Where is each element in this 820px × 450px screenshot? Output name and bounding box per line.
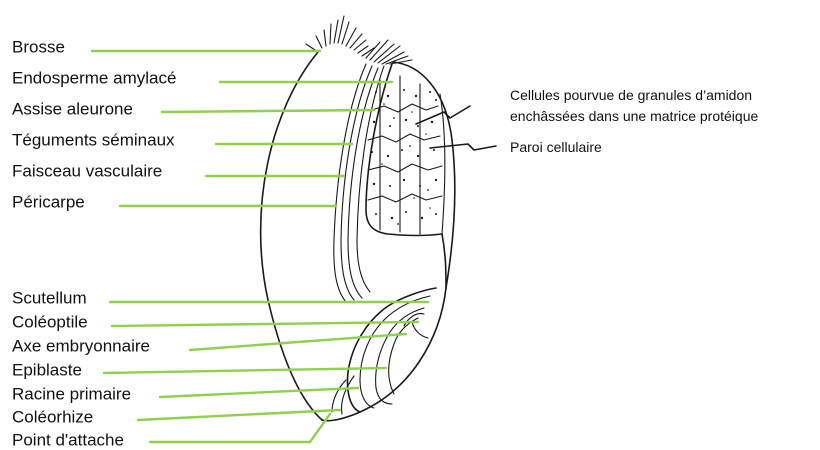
label-teguments: Téguments séminaux: [12, 130, 175, 149]
label-epiblaste: Epiblaste: [12, 360, 82, 379]
brush-hairs: [306, 16, 412, 64]
label-column: Brosse Endosperme amylacé Assise aleuron…: [12, 37, 176, 449]
wall-note-leader: [430, 144, 496, 150]
label-pericarpe: Péricarpe: [12, 192, 85, 211]
note-cells-line2: enchâssées dans une matrice protéique: [510, 108, 758, 124]
label-scutellum: Scutellum: [12, 288, 87, 307]
label-attache: Point d'attache: [12, 430, 124, 449]
label-faisceau: Faisceau vasculaire: [12, 161, 162, 180]
label-racine: Racine primaire: [12, 384, 131, 403]
leader-coleorhize: [138, 410, 340, 420]
leader-assise: [162, 110, 374, 112]
grain-outline-right: [392, 62, 455, 288]
endosperm-stipple: [368, 76, 442, 234]
right-notes: Cellules pourvue de granules d’amidon en…: [510, 87, 758, 155]
label-axe: Axe embryonnaire: [12, 336, 150, 355]
label-coleoptile: Coléoptile: [12, 312, 88, 331]
note-cells-line1: Cellules pourvue de granules d’amidon: [510, 87, 752, 103]
leader-epiblaste: [104, 368, 386, 373]
leader-coleoptile: [112, 322, 418, 326]
grain-outline: [261, 52, 322, 420]
note-wall: Paroi cellulaire: [510, 139, 602, 155]
label-assise: Assise aleurone: [12, 99, 133, 118]
leader-lines: [92, 51, 428, 442]
seed-drawing: [261, 16, 496, 421]
embryo: [322, 234, 446, 421]
label-endosperme: Endosperme amylacé: [12, 68, 176, 87]
leader-racine: [160, 388, 358, 397]
label-coleorhize: Coléorhize: [12, 407, 93, 426]
leader-axe: [190, 334, 406, 350]
label-brosse: Brosse: [12, 37, 65, 56]
